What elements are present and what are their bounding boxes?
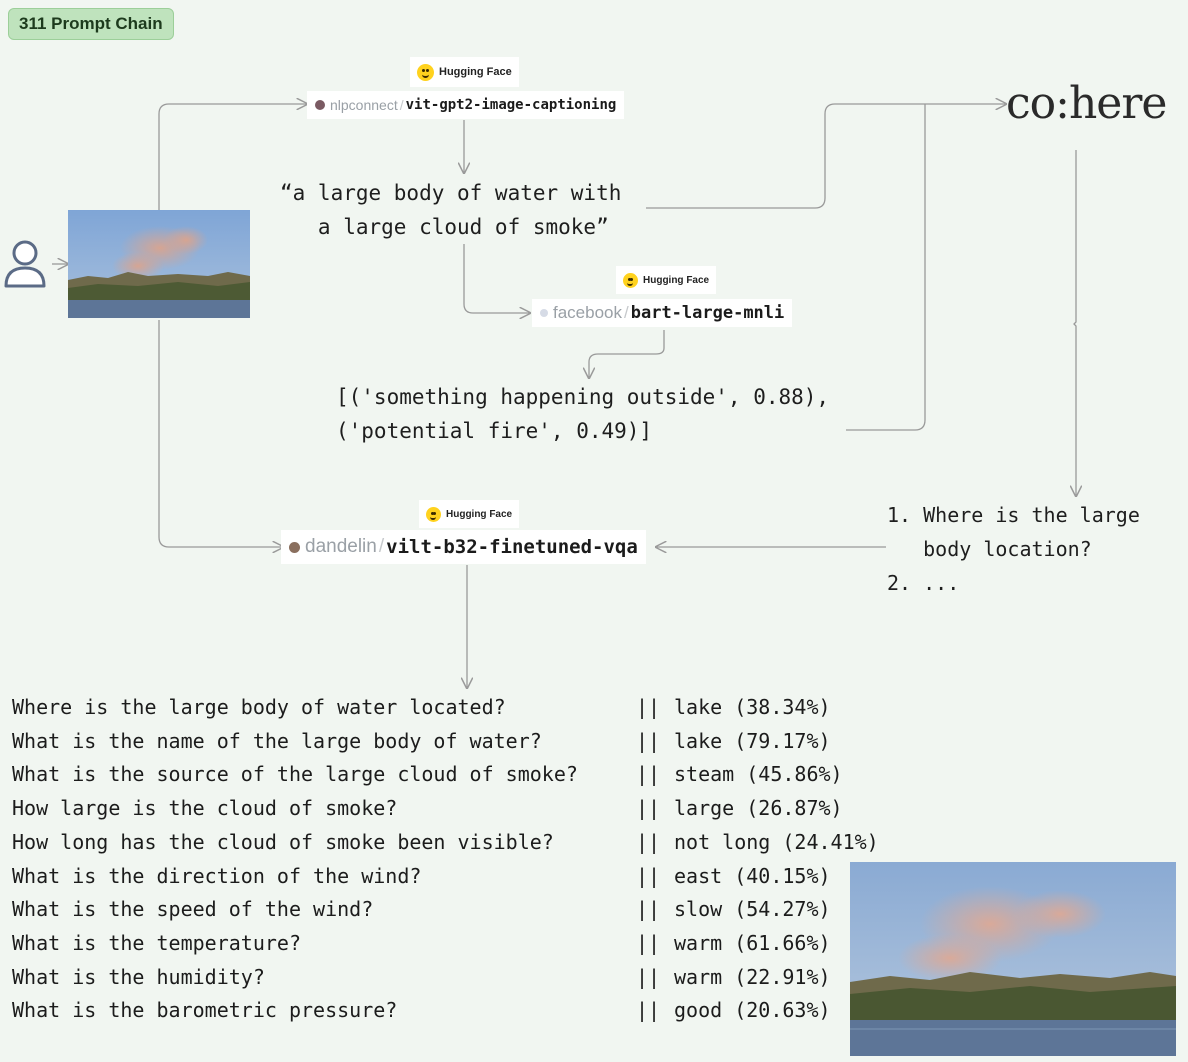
- qa-answer: lake (38.34%): [674, 695, 831, 719]
- model-slash: /: [399, 97, 404, 113]
- qa-question: What is the barometric pressure?: [12, 998, 398, 1023]
- hugging-face-label: Hugging Face: [446, 508, 513, 520]
- hugging-face-tag-zero-shot: Hugging Face: [616, 266, 717, 294]
- qa-separator: ||: [636, 829, 661, 854]
- result-photo: [850, 862, 1176, 1056]
- hugging-face-tag-vqa: Hugging Face: [419, 500, 520, 528]
- model-org: facebook: [553, 303, 622, 322]
- arrow-image-to-vqa: [158, 320, 283, 547]
- qa-question: How large is the cloud of smoke?: [12, 796, 398, 821]
- hugging-face-icon: [417, 63, 434, 81]
- arrow-zero-shot-to-cohere: [846, 104, 926, 431]
- hugging-face-label: Hugging Face: [439, 66, 512, 78]
- input-photo: [68, 210, 250, 318]
- qa-question: What is the direction of the wind?: [12, 863, 422, 888]
- model-org: dandelin: [305, 536, 377, 557]
- hugging-face-label: Hugging Face: [643, 274, 710, 286]
- qa-answer: lake (79.17%): [674, 728, 831, 753]
- zero-shot-model-chip[interactable]: facebook / bart-large-mnli: [532, 299, 793, 327]
- qa-question: What is the temperature?: [12, 930, 301, 955]
- qa-question: What is the humidity?: [12, 964, 265, 989]
- qa-separator: ||: [636, 897, 661, 922]
- vqa-model-chip[interactable]: dandelin / vilt-b32-finetuned-vqa: [281, 530, 646, 564]
- zero-shot-output: [('something happening outside', 0.88), …: [336, 385, 830, 443]
- qa-separator: ||: [636, 998, 661, 1023]
- qa-answer: warm (61.66%): [674, 930, 831, 955]
- cohere-logo: co:here: [1006, 78, 1167, 129]
- qa-separator: ||: [636, 863, 661, 888]
- qa-separator: ||: [636, 964, 661, 989]
- generated-questions: 1. Where is the large body location? 2. …: [887, 503, 1140, 595]
- qa-answer: good (20.63%): [674, 998, 831, 1023]
- generated-caption: “a large body of water with a large clou…: [280, 181, 622, 239]
- hugging-face-tag-captioning: Hugging Face: [410, 57, 519, 87]
- hugging-face-icon: [426, 506, 441, 522]
- title-badge: 311 Prompt Chain: [8, 8, 174, 40]
- model-name: vit-gpt2-image-captioning: [405, 97, 617, 113]
- qa-question: Where is the large body of water located…: [12, 695, 506, 719]
- arrow-zero-shot-to-output: [589, 330, 665, 378]
- model-name: vilt-b32-finetuned-vqa: [386, 536, 638, 558]
- org-avatar-icon: [540, 309, 548, 317]
- model-name: bart-large-mnli: [630, 303, 785, 323]
- qa-answer: not long (24.41%): [674, 829, 879, 854]
- qa-answer: warm (22.91%): [674, 964, 831, 989]
- hugging-face-icon: [623, 272, 638, 288]
- org-avatar-icon: [289, 541, 300, 553]
- qa-question: What is the speed of the wind?: [12, 897, 374, 922]
- qa-separator: ||: [636, 930, 661, 955]
- qa-answer: steam (45.86%): [674, 762, 843, 787]
- qa-answer: large (26.87%): [674, 796, 843, 821]
- arrow-caption-to-zero-shot: [463, 244, 530, 313]
- model-slash: /: [624, 303, 629, 322]
- arrow-caption-to-cohere: [646, 104, 1006, 209]
- model-org: nlpconnect: [330, 97, 398, 113]
- org-avatar-icon: [315, 100, 325, 110]
- qa-question: What is the name of the large body of wa…: [12, 728, 542, 753]
- qa-separator: ||: [636, 796, 661, 821]
- qa-answer: slow (54.27%): [674, 897, 831, 922]
- qa-separator: ||: [636, 695, 661, 719]
- captioning-model-chip[interactable]: nlpconnect / vit-gpt2-image-captioning: [307, 91, 625, 119]
- model-slash: /: [378, 536, 385, 557]
- qa-question: How long has the cloud of smoke been vis…: [12, 829, 554, 854]
- qa-separator: ||: [636, 762, 661, 787]
- qa-separator: ||: [636, 728, 661, 753]
- arrow-cohere-to-questions: [1074, 150, 1076, 496]
- user-icon: [2, 236, 48, 290]
- qa-question: What is the source of the large cloud of…: [12, 762, 578, 787]
- qa-answer: east (40.15%): [674, 863, 831, 888]
